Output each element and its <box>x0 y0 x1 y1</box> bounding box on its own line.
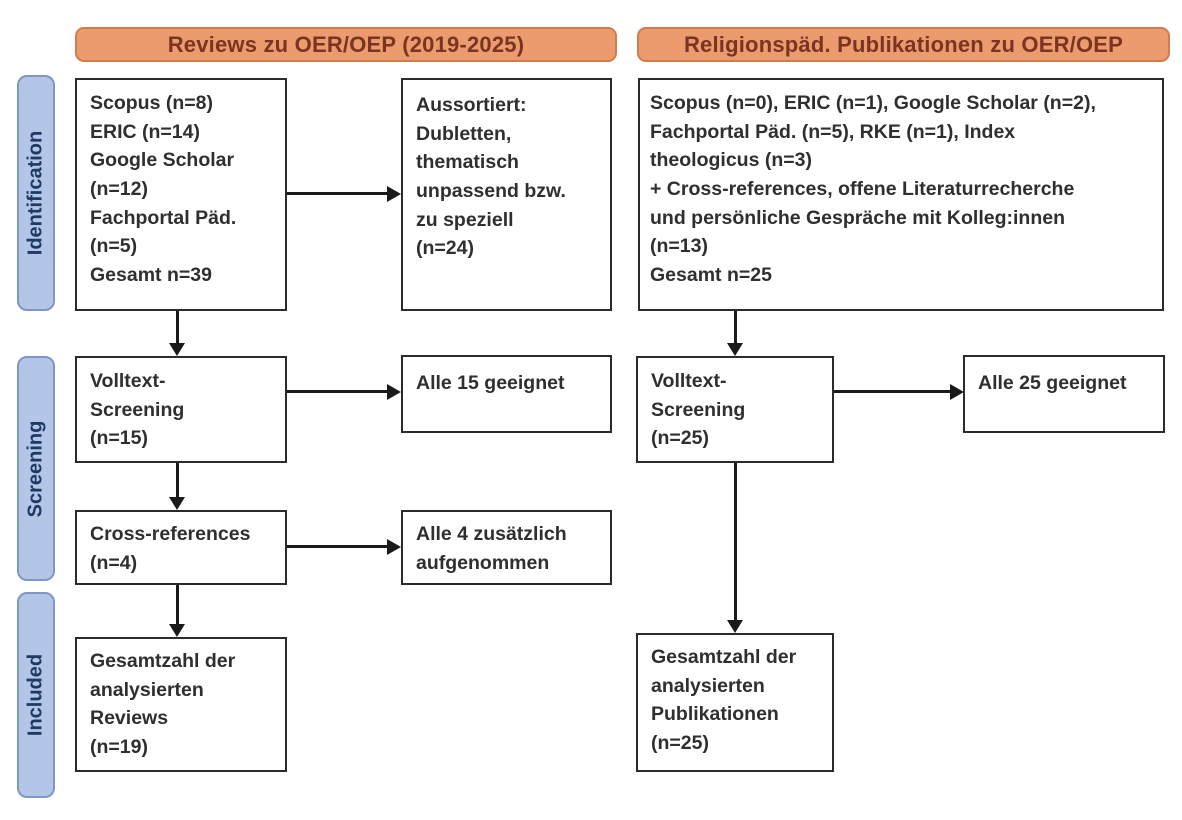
arrow-head <box>387 539 401 555</box>
arrow-head <box>169 497 185 510</box>
box-right-fulltext-screening: Volltext- Screening (n=25) <box>636 356 834 463</box>
box-left-fulltext-screening: Volltext- Screening (n=15) <box>75 356 287 463</box>
stage-label-screening: Screening <box>17 356 55 581</box>
stage-label-identification-text: Identification <box>24 130 47 256</box>
stage-label-included: Included <box>17 592 55 798</box>
box-left-included: Gesamtzahl der analysierten Reviews (n=1… <box>75 637 287 772</box>
arrow-line <box>287 390 388 393</box>
box-right-fulltext-result: Alle 25 geeignet <box>963 355 1165 433</box>
box-right-included: Gesamtzahl der analysierten Publikatione… <box>636 633 834 772</box>
arrow-head <box>950 384 964 400</box>
arrow-head <box>387 186 401 202</box>
box-left-identification: Scopus (n=8) ERIC (n=14) Google Scholar … <box>75 78 287 311</box>
box-left-crossref: Cross-references (n=4) <box>75 510 287 585</box>
arrow-head <box>727 343 743 356</box>
arrow-head <box>387 384 401 400</box>
box-right-identification: Scopus (n=0), ERIC (n=1), Google Scholar… <box>638 78 1164 311</box>
arrow-head <box>727 620 743 633</box>
stage-label-identification: Identification <box>17 75 55 311</box>
arrow-line <box>734 311 737 344</box>
arrow-line <box>176 311 179 344</box>
arrow-line <box>287 545 388 548</box>
arrow-line <box>287 192 388 195</box>
arrow-head <box>169 624 185 637</box>
box-left-excluded: Aussortiert: Dubletten, thematisch unpas… <box>401 78 612 311</box>
stage-label-included-text: Included <box>24 653 47 737</box>
stage-label-screening-text: Screening <box>24 420 47 517</box>
box-left-fulltext-result: Alle 15 geeignet <box>401 355 612 433</box>
arrow-head <box>169 343 185 356</box>
arrow-line <box>176 463 179 498</box>
column-header-religionspaed: Religionspäd. Publikationen zu OER/OEP <box>637 27 1170 62</box>
box-left-crossref-result: Alle 4 zusätzlich aufgenommen <box>401 510 612 585</box>
arrow-line <box>834 390 951 393</box>
column-header-reviews: Reviews zu OER/OEP (2019-2025) <box>75 27 617 62</box>
arrow-line <box>734 463 737 621</box>
arrow-line <box>176 585 179 625</box>
